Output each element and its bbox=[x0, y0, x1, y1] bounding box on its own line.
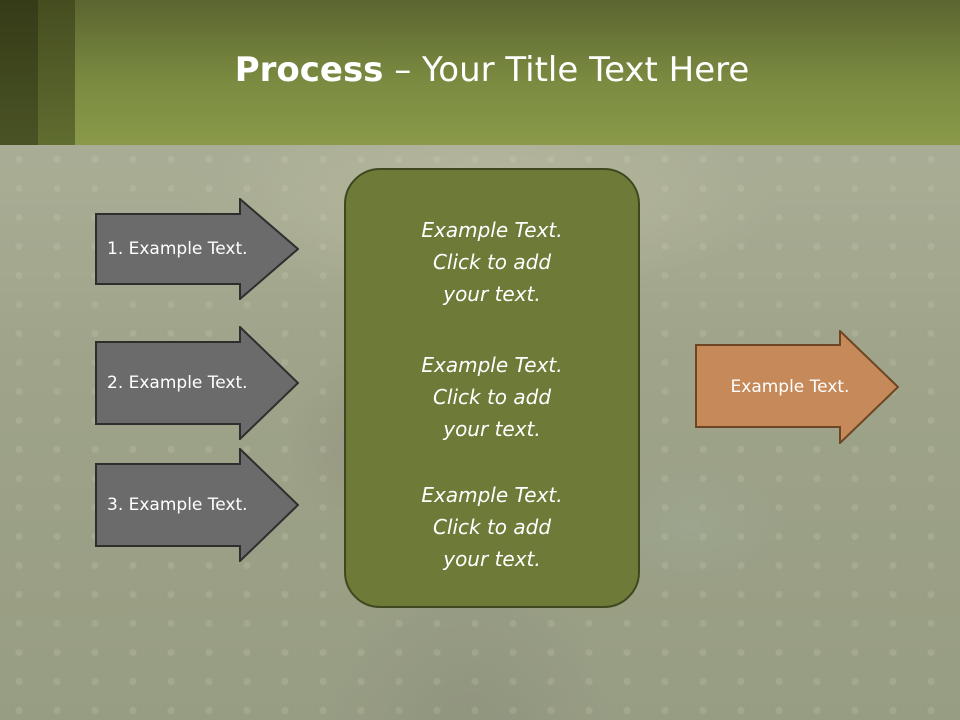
center-text-line: Example Text. bbox=[421, 483, 563, 507]
center-text-block-2[interactable]: Example Text. Click to add your text. bbox=[346, 349, 638, 445]
output-arrow[interactable]: Example Text. bbox=[695, 330, 899, 444]
header-accent-mid bbox=[38, 0, 75, 145]
center-text-line: Click to add bbox=[432, 515, 552, 539]
center-text-line: Click to add bbox=[432, 385, 552, 409]
title-bold: Process bbox=[234, 50, 384, 90]
center-text-line: Example Text. bbox=[421, 353, 563, 377]
input-arrow-1[interactable]: 1. Example Text. bbox=[95, 198, 299, 300]
title-rest: – Your Title Text Here bbox=[383, 50, 750, 90]
center-text-block-1[interactable]: Example Text. Click to add your text. bbox=[346, 214, 638, 310]
arrow-shape-icon bbox=[695, 330, 899, 444]
center-text-line: your text. bbox=[443, 282, 541, 306]
arrow-shape-icon bbox=[95, 448, 299, 562]
header-bar: Process – Your Title Text Here bbox=[0, 0, 960, 145]
arrow-shape-icon bbox=[95, 198, 299, 300]
center-text-line: your text. bbox=[443, 417, 541, 441]
process-center-box[interactable]: Example Text. Click to add your text. Ex… bbox=[344, 168, 640, 608]
input-arrow-label: 1. Example Text. bbox=[107, 239, 248, 259]
input-arrow-3[interactable]: 3. Example Text. bbox=[95, 448, 299, 562]
center-text-line: Example Text. bbox=[421, 218, 563, 242]
input-arrow-label: 3. Example Text. bbox=[107, 495, 248, 515]
slide-title[interactable]: Process – Your Title Text Here bbox=[0, 50, 960, 90]
header-accent-dark bbox=[0, 0, 38, 145]
input-arrow-2[interactable]: 2. Example Text. bbox=[95, 326, 299, 440]
center-text-line: your text. bbox=[443, 547, 541, 571]
arrow-shape-icon bbox=[95, 326, 299, 440]
output-arrow-label: Example Text. bbox=[730, 377, 850, 397]
input-arrow-label: 2. Example Text. bbox=[107, 373, 248, 393]
center-text-line: Click to add bbox=[432, 250, 552, 274]
center-text-block-3[interactable]: Example Text. Click to add your text. bbox=[346, 479, 638, 575]
